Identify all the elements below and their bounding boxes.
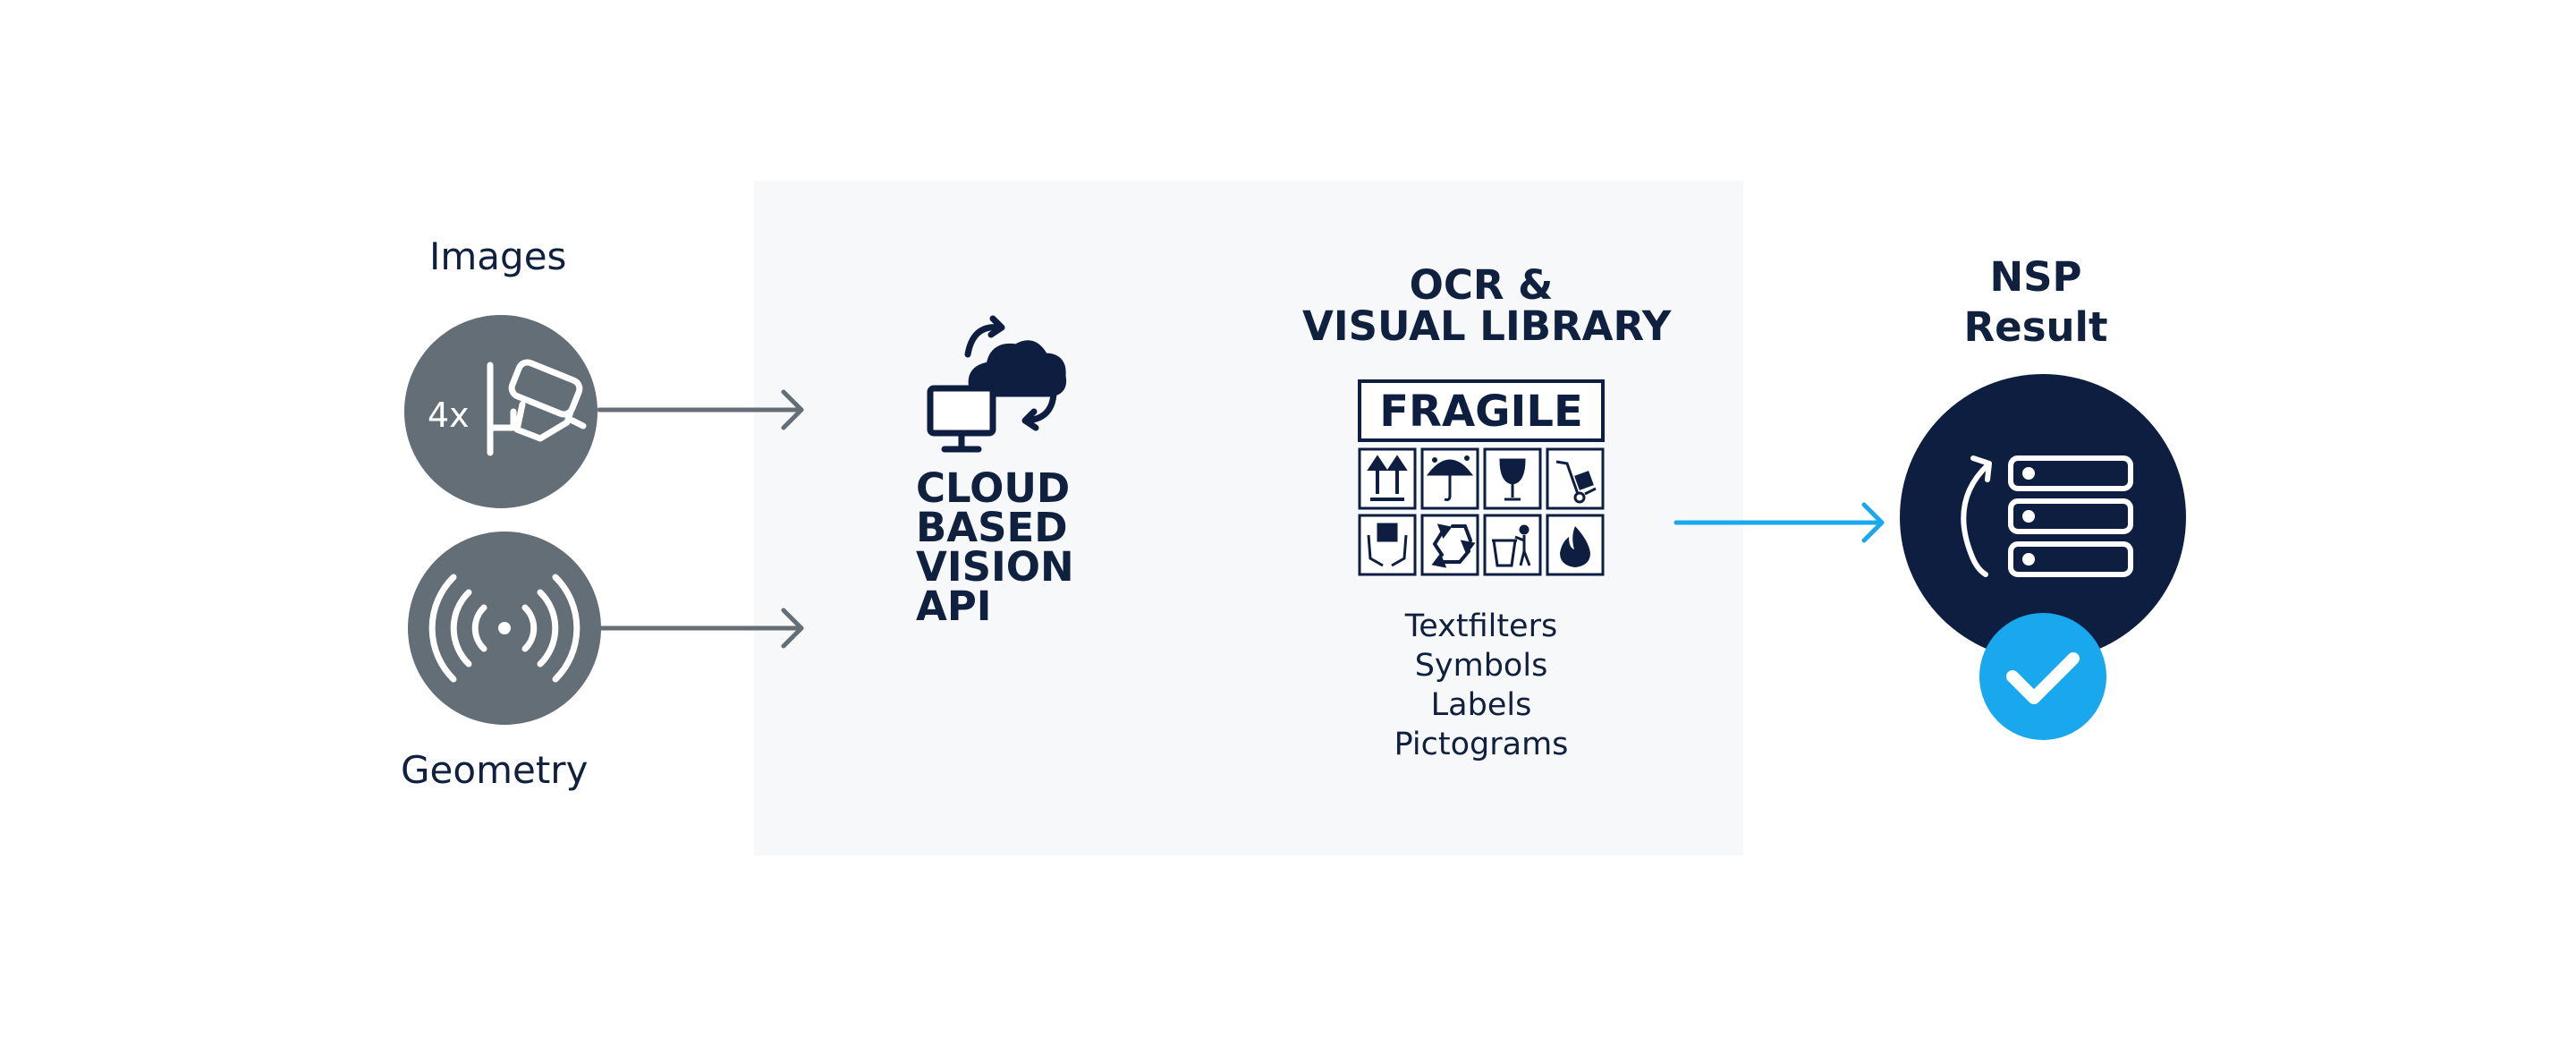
ocr-title-line: VISUAL LIBRARY xyxy=(1302,302,1672,350)
handle-with-care-icon xyxy=(1367,523,1408,567)
hand-truck-icon xyxy=(1555,460,1597,504)
library-item: Labels xyxy=(1430,687,1532,723)
cloud-monitor-icon xyxy=(927,315,1067,453)
security-camera-icon xyxy=(487,359,587,456)
library-item: Symbols xyxy=(1414,648,1548,684)
this-way-up-icon xyxy=(1367,455,1408,501)
nsp-result-node xyxy=(1900,374,2186,740)
fragile-text: FRAGILE xyxy=(1379,387,1583,437)
cloud-api-label: CLOUD BASED VISION API xyxy=(916,464,1131,630)
images-label: Images xyxy=(429,234,567,278)
check-badge xyxy=(1979,613,2106,740)
cloud-api-line: CLOUD xyxy=(916,464,1071,512)
flammable-icon xyxy=(1560,526,1590,567)
images-input-node: 4x xyxy=(404,315,597,508)
ocr-library-title: OCR & VISUAL LIBRARY xyxy=(1302,261,1672,350)
fragile-glass-icon xyxy=(1499,458,1526,501)
fragile-sign: FRAGILE xyxy=(1358,379,1605,442)
wireless-signal-icon xyxy=(428,574,580,683)
nsp-result-title: NSP Result xyxy=(1946,252,2125,353)
ocr-title-line: OCR & xyxy=(1409,261,1554,309)
cloud-api-line: BASED xyxy=(916,504,1068,551)
geometry-label: Geometry xyxy=(401,748,589,792)
library-items-list: Textfilters Symbols Labels Pictograms xyxy=(1347,607,1615,764)
library-item: Pictograms xyxy=(1394,727,1569,762)
keep-dry-umbrella-icon xyxy=(1426,455,1474,501)
cloud-api-line: API xyxy=(916,583,992,630)
images-arrow xyxy=(597,389,804,430)
cloud-api-line: VISION xyxy=(916,543,1074,591)
refresh-database-icon xyxy=(1961,455,2133,577)
geometry-input-node xyxy=(408,532,601,725)
dispose-bin-icon xyxy=(1492,524,1531,567)
nsp-title-line: NSP xyxy=(1989,253,2082,301)
result-arrow xyxy=(1674,502,1885,543)
geometry-arrow xyxy=(598,608,804,649)
nsp-title-line: Result xyxy=(1963,303,2108,351)
recycle-icon xyxy=(1431,523,1476,568)
library-item: Textfilters xyxy=(1404,608,1558,644)
checkmark-icon xyxy=(2006,652,2080,704)
camera-count-text: 4x xyxy=(428,396,470,435)
